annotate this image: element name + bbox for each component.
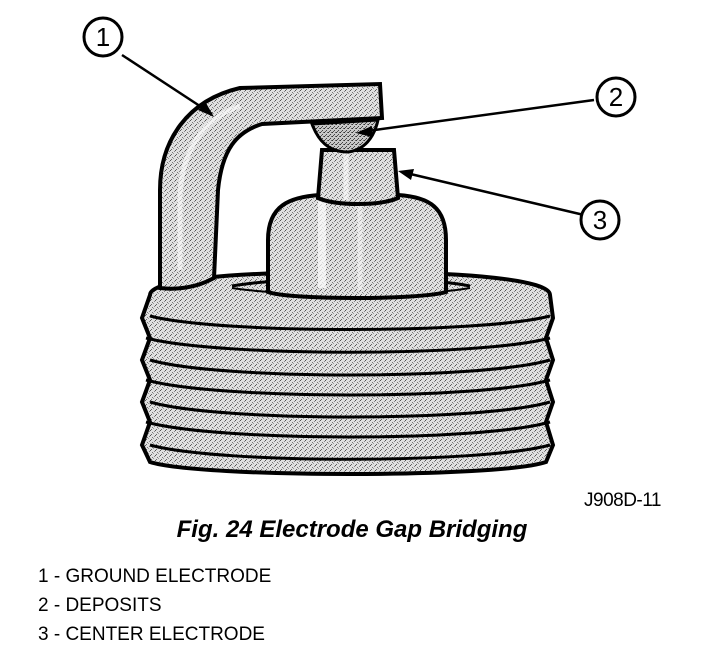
callout-3: 3	[579, 199, 621, 241]
legend-item: 2 - DEPOSITS	[38, 595, 162, 616]
insulator	[266, 193, 448, 300]
spark-plug-illustration: 1 2 3	[82, 16, 637, 476]
legend: 1 - GROUND ELECTRODE 2 - DEPOSITS 3 - CE…	[38, 562, 271, 649]
callout-1-label: 1	[96, 22, 110, 52]
callout-leaders	[121, 53, 595, 217]
callout-3-label: 3	[593, 205, 607, 235]
ground-electrode	[158, 81, 385, 291]
center-electrode	[315, 148, 401, 206]
threaded-shell	[139, 269, 556, 476]
figure-code: J908D-11	[584, 490, 661, 511]
legend-item: 3 - CENTER ELECTRODE	[38, 624, 265, 645]
figure-caption: Fig. 24 Electrode Gap Bridging	[176, 516, 528, 543]
callout-2: 2	[595, 76, 637, 118]
legend-item: 1 - GROUND ELECTRODE	[38, 566, 272, 587]
callout-2-label: 2	[609, 82, 623, 112]
callout-1: 1	[82, 16, 124, 58]
callout-arrowheads	[198, 103, 414, 180]
